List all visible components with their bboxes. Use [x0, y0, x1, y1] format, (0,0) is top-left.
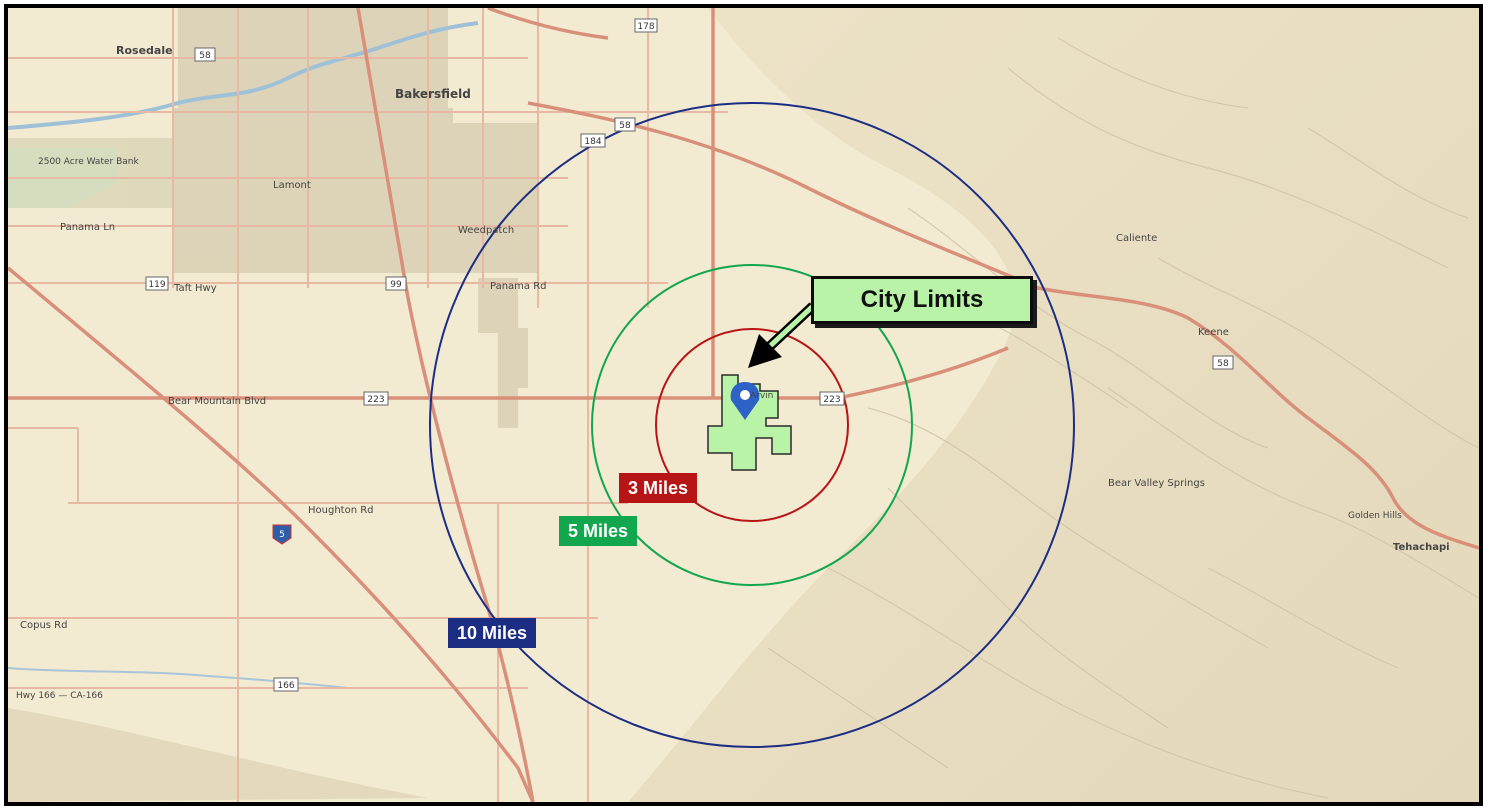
svg-text:223: 223 — [367, 395, 384, 405]
highway-shield-icon: 178 — [634, 18, 658, 33]
place-label: 2500 Acre Water Bank — [38, 157, 139, 167]
svg-text:166: 166 — [277, 681, 294, 691]
highway-shield-icon: 58 — [1212, 355, 1234, 370]
highway-shield-icon: 184 — [580, 133, 606, 148]
kern-river-south — [8, 667, 349, 689]
ring-label-3-miles: 3 Miles — [619, 473, 698, 503]
place-label: Bear Valley Springs — [1108, 478, 1205, 489]
svg-text:58: 58 — [1217, 359, 1229, 369]
city-limits-shape[interactable] — [707, 374, 792, 471]
place-label: Golden Hills — [1348, 511, 1402, 521]
location-marker-icon[interactable] — [730, 382, 760, 420]
place-label: Lamont — [273, 180, 311, 191]
kern-river — [8, 21, 479, 130]
ring-label-5-miles: 5 Miles — [559, 516, 638, 546]
place-label: Taft Hwy — [173, 283, 217, 294]
highway-shield-icon: 58 — [614, 117, 636, 132]
terrain-southwest-hills — [8, 708, 428, 802]
svg-text:178: 178 — [637, 22, 654, 32]
place-label: Caliente — [1116, 233, 1157, 244]
svg-text:58: 58 — [199, 51, 211, 61]
map-frame: 58 178 58 184 119 99 223 223 5 58 166 Ro… — [4, 4, 1483, 806]
place-label: Keene — [1198, 327, 1229, 338]
place-label: Panama Rd — [490, 281, 547, 292]
radius-rings — [429, 102, 1075, 748]
place-label: Panama Ln — [60, 222, 115, 233]
city-limits-callout: City Limits — [811, 276, 1033, 324]
ring-label-10-miles: 10 Miles — [448, 618, 537, 648]
terrain-mountains — [628, 8, 1479, 802]
map-canvas[interactable]: 58 178 58 184 119 99 223 223 5 58 166 Ro… — [8, 8, 1479, 802]
svg-text:119: 119 — [148, 280, 165, 290]
place-label: Bakersfield — [395, 87, 471, 101]
highway-shield-icon: 5 — [272, 524, 292, 545]
place-label: Weedpatch — [458, 225, 514, 236]
place-label: Copus Rd — [20, 620, 67, 631]
place-labels: Rosedale Bakersfield 2500 Acre Water Ban… — [16, 44, 1450, 701]
highway-shields: 58 178 58 184 119 99 223 223 5 58 166 — [145, 18, 1234, 692]
svg-text:58: 58 — [619, 121, 631, 131]
place-label: Arvin — [750, 391, 773, 401]
svg-text:184: 184 — [584, 137, 601, 147]
svg-text:223: 223 — [823, 395, 840, 405]
ring-3-miles — [655, 328, 849, 522]
place-label: Bear Mountain Blvd — [168, 396, 266, 407]
highway-shield-icon: 99 — [385, 276, 407, 291]
place-label: Tehachapi — [1393, 542, 1450, 553]
highway-shield-icon: 119 — [145, 276, 169, 291]
ring-10-miles — [429, 102, 1075, 748]
place-label: Rosedale — [116, 44, 173, 57]
highway-shield-icon: 166 — [273, 677, 299, 692]
city-limits-arrow — [748, 302, 817, 368]
svg-text:5: 5 — [279, 530, 285, 540]
ring-5-miles — [591, 264, 913, 586]
place-label: Hwy 166 — CA-166 — [16, 691, 103, 701]
highway-shield-icon: 58 — [194, 47, 216, 62]
highway-shield-icon: 223 — [363, 391, 389, 406]
terrain-ridges — [767, 37, 1479, 799]
place-label: Houghton Rd — [308, 505, 374, 516]
svg-text:99: 99 — [390, 280, 402, 290]
major-highways — [8, 8, 1479, 802]
highway-shield-icon: 223 — [819, 391, 845, 406]
